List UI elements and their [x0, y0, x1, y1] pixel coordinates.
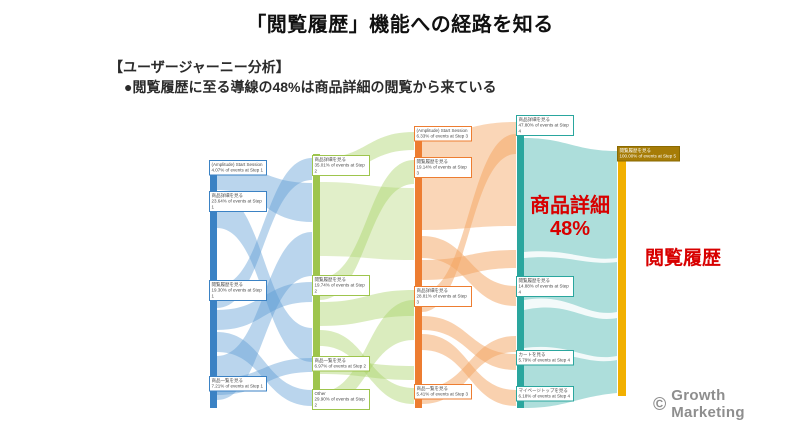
sankey-flows-step4-5	[524, 138, 617, 408]
sankey-node-s4-product-detail: 商品詳細を見る 47.80% of events at Step 4	[516, 115, 574, 136]
sankey-node-s1-product-detail: 商品詳細を見る 23.64% of events at Step 1	[209, 191, 267, 212]
brand-footer: © Growth Marketing	[653, 387, 800, 421]
bar-step5	[618, 149, 626, 396]
sankey-node-s2-other: Other 29.90% of events at Step 2	[312, 389, 370, 410]
sankey-node-s1-product-list: 商品一覧を見る 7.21% of events at Step 1	[209, 376, 267, 392]
sankey-node-s1-start-session: (Amplitude) Start Session 4.07% of event…	[209, 160, 267, 176]
subtitle-heading: 【ユーザージャーニー分析】	[109, 59, 290, 75]
sankey-node-s2-product-list: 商品一覧を見る 6.97% of events at Step 2	[312, 356, 370, 372]
sankey-node-s3-product-detail: 商品詳細を見る 28.81% of events at Step 3	[414, 286, 472, 307]
sankey-node-s4-cart: カートを見る 5.79% of events at Step 4	[516, 350, 574, 366]
copyright-icon: ©	[653, 394, 667, 414]
bar-step3	[415, 129, 422, 408]
sankey-node-s2-history: 閲覧履歴を見る 19.74% of events at Step 2	[312, 275, 370, 296]
sankey-node-s4-history: 閲覧履歴を見る 14.88% of events at Step 4	[516, 276, 574, 297]
sankey-node-s4-mypage-top: マイページトップを見る 6.18% of events at Step 4	[516, 386, 574, 402]
sankey-node-s3-product-list: 商品一覧を見る 5.41% of events at Step 3	[414, 384, 472, 400]
annotation-history: 閲覧履歴	[645, 248, 722, 269]
brand-name: Growth Marketing	[671, 387, 745, 421]
bar-step4	[517, 117, 524, 408]
page-title: 「閲覧履歴」機能への経路を知る	[246, 14, 554, 36]
sankey-node-s2-product-detail: 商品詳細を見る 35.01% of events at Step 2	[312, 155, 370, 176]
annotation-product-detail-48: 商品詳細 48%	[530, 195, 610, 240]
sankey-node-s3-start-session: (Amplitude) Start Session 6.33% of event…	[414, 126, 472, 142]
sankey-node-s3-history: 閲覧履歴を見る 19.14% of events at Step 3	[414, 157, 472, 178]
sankey-node-s5-history-final: 閲覧履歴を見る 100.00% of events at Step 5	[617, 146, 680, 162]
subtitle-point: ●閲覧履歴に至る導線の48%は商品詳細の閲覧から来ている	[124, 79, 497, 95]
sankey-node-s1-history: 閲覧履歴を見る 19.30% of events at Step 1	[209, 280, 267, 301]
